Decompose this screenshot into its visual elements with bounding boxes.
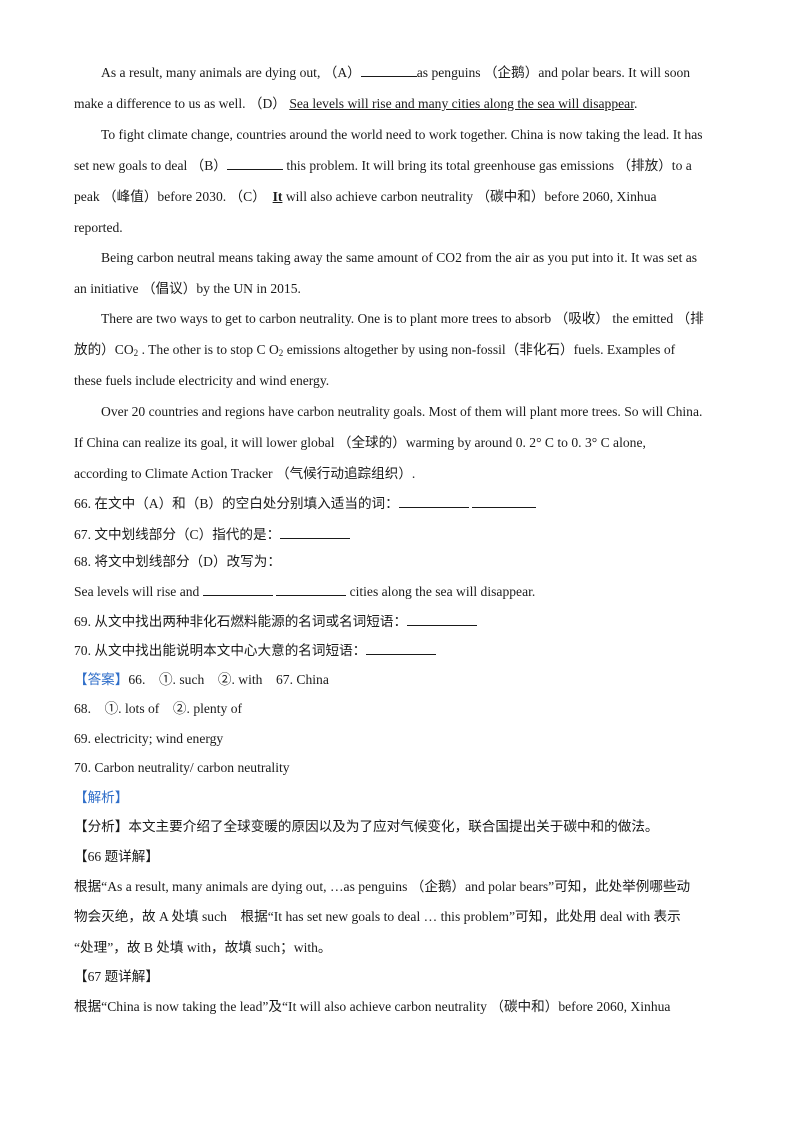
question-68: 68. 将文中划线部分（D）改写为： [74, 554, 281, 569]
analysis-summary: 【分析】本文主要介绍了全球变暖的原因以及为了应对气候变化，联合国提出关于碳中和的… [74, 819, 659, 834]
detail-heading-66: 【66 题详解】 [74, 849, 159, 864]
passage-line: 放的）CO2 . The other is to stop C O2 emiss… [74, 342, 676, 358]
answer-blank [280, 526, 351, 539]
answer-blank [472, 495, 537, 508]
question-70: 70. 从文中找出能说明本文中心大意的名词短语： [74, 642, 734, 660]
question-66: 66. 在文中（A）和（B）的空白处分别填入适当的词： [74, 495, 734, 513]
detail-line: 根据“China is now taking the lead”及“It wil… [74, 999, 671, 1014]
answer-blank [366, 642, 437, 655]
passage-line: according to Climate Action Tracker （气候行… [74, 466, 416, 481]
passage-line: peak （峰值）before 2030. （C） It will also a… [74, 189, 657, 204]
answer-blank [398, 495, 469, 508]
detail-line: 物会灭绝，故 A 处填 such 根据“It has set new goals… [74, 909, 681, 924]
answer-blank [202, 583, 273, 596]
detail-line: “处理”，故 B 处填 with，故填 such；with。 [74, 940, 332, 955]
passage-line: these fuels include electricity and wind… [74, 373, 330, 388]
passage-line: set new goals to deal （B） this problem. … [74, 157, 692, 173]
passage-line: Being carbon neutral means taking away t… [101, 250, 698, 265]
blank-a [360, 64, 417, 77]
passage-line: To fight climate change, countries aroun… [101, 127, 703, 142]
underlined-word-c: It [272, 189, 283, 204]
passage-line: If China can realize its goal, it will l… [74, 435, 646, 450]
passage-line: reported. [74, 220, 123, 235]
answer-line: 【答案】66. ①. such ②. with 67. China [74, 672, 329, 687]
question-68-sentence: Sea levels will rise and cities along th… [74, 583, 536, 599]
answer-blank [407, 613, 478, 626]
blank-b [226, 157, 283, 170]
answer-tag: 【答案】 [74, 672, 129, 687]
answer-line: 69. electricity; wind energy [74, 731, 224, 746]
answer-blank [276, 583, 347, 596]
analysis-tag: 【解析】 [74, 790, 129, 805]
passage-line: make a difference to us as well. （D） Sea… [74, 96, 638, 111]
passage-line: As a result, many animals are dying out,… [101, 64, 691, 80]
answer-line: 70. Carbon neutrality/ carbon neutrality [74, 760, 290, 775]
underlined-sentence-d: Sea levels will rise and many cities alo… [289, 96, 634, 111]
passage-line: an initiative （倡议）by the UN in 2015. [74, 281, 301, 296]
detail-heading-67: 【67 题详解】 [74, 969, 159, 984]
question-67: 67. 文中划线部分（C）指代的是： [74, 526, 734, 544]
answer-line: 68. ①. lots of ②. plenty of [74, 701, 243, 716]
detail-line: 根据“As a result, many animals are dying o… [74, 879, 691, 894]
question-69: 69. 从文中找出两种非化石燃料能源的名词或名词短语： [74, 613, 734, 631]
passage-line: There are two ways to get to carbon neut… [101, 311, 704, 326]
passage-line: Over 20 countries and regions have carbo… [101, 404, 703, 419]
